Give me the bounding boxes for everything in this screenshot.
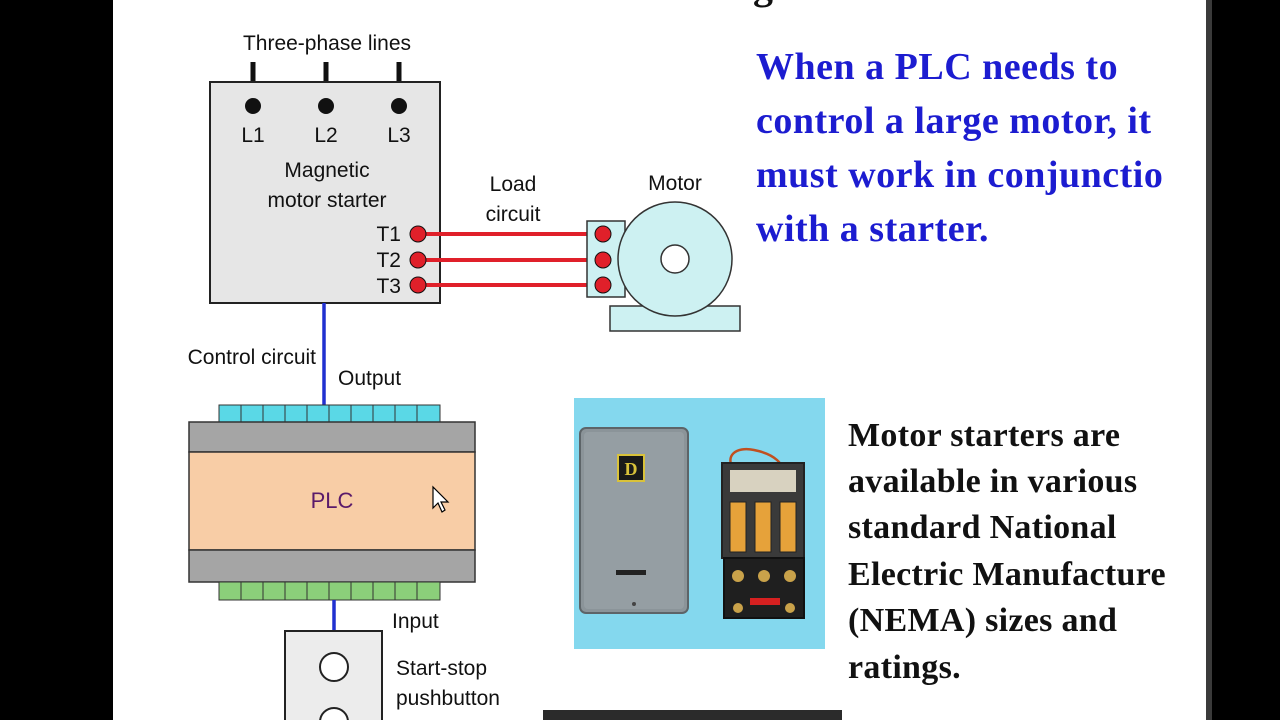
title-fragment: g bbox=[753, 0, 773, 9]
motor-shaft bbox=[660, 244, 690, 274]
plc-label: PLC bbox=[311, 488, 354, 513]
terminal-l1 bbox=[245, 98, 261, 114]
label-t1: T1 bbox=[376, 223, 401, 246]
stop-button bbox=[319, 707, 349, 720]
input-terminal-strip bbox=[218, 581, 441, 601]
contactor-label bbox=[730, 470, 796, 492]
starter-label-line-1: Magnetic bbox=[284, 159, 369, 182]
output-label: Output bbox=[338, 367, 401, 390]
motor-starter-illustration: D bbox=[579, 427, 805, 619]
label-t2: T2 bbox=[376, 249, 401, 272]
motor-terminal-1 bbox=[594, 225, 612, 243]
plc-top-rail bbox=[188, 421, 476, 453]
station-label-line-2: pushbutton bbox=[396, 687, 500, 710]
plc-note-line-2: control a large motor, it bbox=[756, 100, 1152, 142]
right-black-bar bbox=[1206, 0, 1280, 720]
input-label: Input bbox=[392, 610, 439, 633]
control-circuit-label: Control circuit bbox=[188, 346, 317, 369]
motor bbox=[586, 201, 741, 332]
label-l3: L3 bbox=[387, 124, 410, 147]
video-control-bar bbox=[543, 710, 842, 720]
load-label-line-2: circuit bbox=[486, 203, 541, 226]
plc-unit bbox=[188, 421, 476, 583]
plc-note-line-4: with a starter. bbox=[756, 208, 989, 250]
start-button bbox=[319, 652, 349, 682]
logo-letter: D bbox=[625, 459, 638, 479]
contact-3 bbox=[779, 501, 797, 553]
load-label-line-1: Load bbox=[490, 173, 537, 196]
plc-note-line-1: When a PLC needs to bbox=[756, 46, 1119, 88]
plc-note-line-3: must work in conjunctio bbox=[756, 154, 1164, 196]
nema-note-line-1: Motor starters are bbox=[848, 417, 1121, 454]
square-d-logo-icon bbox=[617, 454, 645, 482]
motor-starter-box bbox=[209, 81, 441, 304]
load-circuit-wires bbox=[409, 225, 601, 294]
nema-note-line-3: standard National bbox=[848, 509, 1117, 546]
nema-note-line-6: ratings. bbox=[848, 649, 961, 686]
motor-base bbox=[609, 305, 741, 332]
mouse-cursor-icon bbox=[432, 485, 450, 513]
reset-button bbox=[750, 598, 780, 605]
nema-note-line-2: available in various bbox=[848, 463, 1138, 500]
plc-bottom-rail bbox=[188, 549, 476, 583]
motor-terminal-3 bbox=[594, 276, 612, 294]
label-t3: T3 bbox=[376, 275, 401, 298]
label-l1: L1 bbox=[241, 124, 264, 147]
motor-label: Motor bbox=[648, 172, 702, 195]
station-label-line-1: Start-stop bbox=[396, 657, 487, 680]
three-phase-label: Three-phase lines bbox=[243, 32, 411, 55]
label-l2: L2 bbox=[314, 124, 337, 147]
terminal-t2 bbox=[409, 251, 427, 269]
wiring-diagram: Three-phase lines L1 L2 L3 Magnetic moto… bbox=[188, 32, 741, 720]
output-terminal-strip bbox=[218, 404, 441, 424]
plc-body bbox=[188, 451, 476, 551]
slide: g bbox=[113, 0, 1206, 720]
nema-note-line-4: Electric Manufacture bbox=[848, 556, 1166, 593]
contact-2 bbox=[754, 501, 772, 553]
terminal-l2 bbox=[318, 98, 334, 114]
motor-starter-photo: D bbox=[574, 398, 825, 649]
starter-label-line-2: motor starter bbox=[267, 189, 386, 212]
motor-terminal-2 bbox=[594, 251, 612, 269]
terminal-l3 bbox=[391, 98, 407, 114]
terminal-t3 bbox=[409, 276, 427, 294]
contact-1 bbox=[729, 501, 747, 553]
enclosure-label-plate bbox=[616, 570, 646, 575]
nema-note-line-5: (NEMA) sizes and bbox=[848, 602, 1118, 639]
terminal-t1 bbox=[409, 225, 427, 243]
